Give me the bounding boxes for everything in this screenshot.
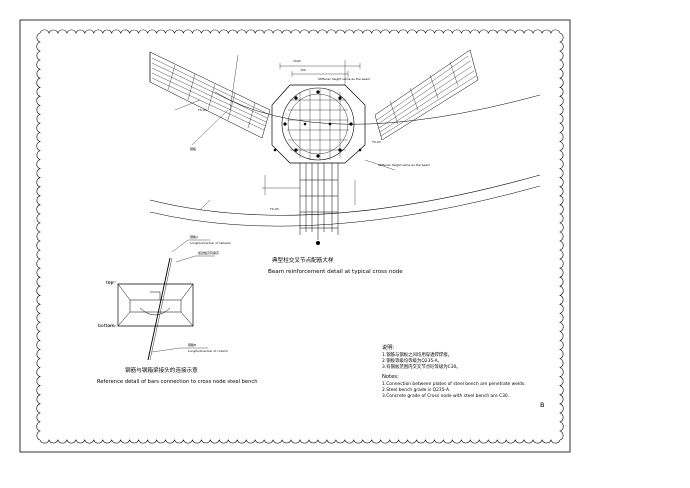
dimension-lines [262,60,361,205]
callout-stiffener-right: Stiffener height same as the beam [378,163,430,167]
node-circle-inner [287,93,349,155]
left-arm-rebar [151,57,269,131]
rebar-dots [273,90,362,158]
note-en-3: 3.Concrete grade of Cross node with stee… [382,393,510,399]
main-title-en: Beam reinforcement detail at typical cro… [268,269,403,275]
rebar-a-en: Longitudinal bar of rebeam [190,241,231,245]
note-en-1: 1.Connection between plates of steel ben… [382,381,526,387]
label-steel-plate: 钢板 [190,146,196,151]
bench-box [117,283,194,327]
column-end-dot [316,241,320,245]
dim-700: 700 [300,68,306,72]
note-cn-1: 1.钢筋与钢板之间均用穿透焊焊接。 [382,353,453,359]
reference-title-cn: 钢筋与钢箱梁接头的连接示意 [125,368,198,374]
node-octagon [271,84,366,164]
notes-heading-en: Notes: [382,373,399,380]
right-arm-rebar [376,55,477,137]
leaders [174,54,396,211]
left-arm [149,51,271,139]
curve-outer-2 [149,185,541,227]
column-stem [299,163,339,240]
reference-labels: 钢筋A Longitudinal bar of rebeam 加劲板高同梁高 钢… [188,234,231,353]
node-circle [281,87,355,161]
label-top: top [106,281,114,286]
sheet-border [19,19,571,453]
notes-block: 说明: 1.钢筋与钢板之间均用穿透焊焊接。 2.钢板等级均等级为Q235-A。 … [382,345,526,400]
note-en-2: 2.Steel bench grade is Q235-A. [382,387,451,393]
stiffener-cn-top: 加劲板高同梁高 [198,250,219,255]
main-title-cn: 典型柱交叉节点配筋大样 [272,258,334,264]
dim-1500: 1500 [293,59,301,63]
tag-bottom: TS-03 [269,207,279,211]
curve-outer [149,174,541,216]
rebar-a-label: 钢筋A [190,234,199,239]
reference-detail [108,239,215,361]
label-bottom: bottom [98,324,115,329]
right-arm [374,49,479,141]
notes-heading-cn: 说明: [382,345,395,351]
diagonal-bar [147,257,171,361]
note-cn-2: 2.钢板等级均等级为Q235-A。 [382,358,443,364]
tag-right: TS-03 [371,140,381,144]
note-cn-3: 3.有钢板范围内交叉节点砼等级为C30。 [382,364,461,370]
plan-labels: 1500 700 Stiffener height same as the be… [190,59,430,211]
main-plan [149,49,541,245]
rebar-b-en: Longitudinal bar of column [188,349,228,353]
reference-title-en: Reference detail of bars connection to c… [97,379,258,385]
revision-cloud-frame [36,29,564,444]
curve-inner [214,91,541,125]
callout-stiffener-top: Stiffener height same as the beam [318,77,370,81]
page-number: B [540,401,545,409]
tag-left: TS-03 [197,108,207,112]
rebar-b-label: 钢筋B [188,342,196,347]
cloud-path [36,29,564,444]
